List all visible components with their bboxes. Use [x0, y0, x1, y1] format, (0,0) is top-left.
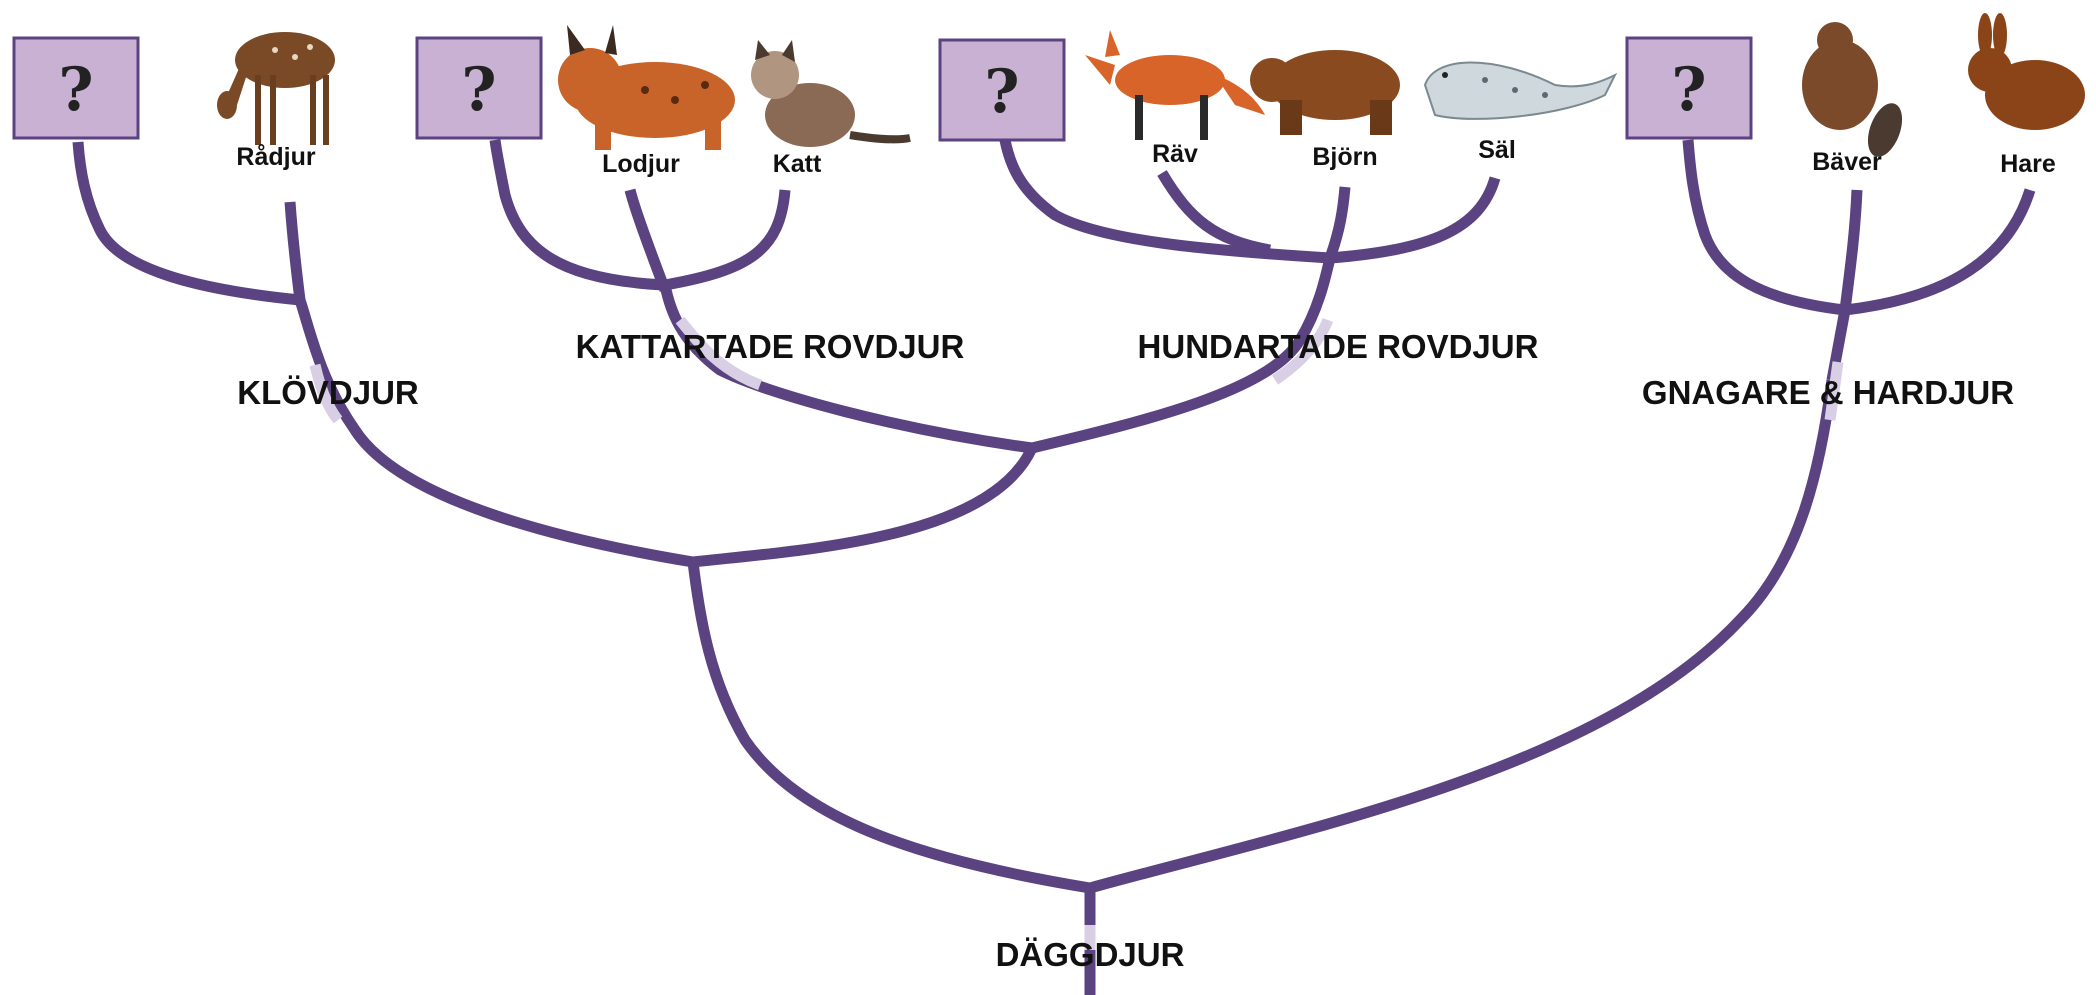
deer-icon	[217, 32, 335, 145]
species-label-hare: Hare	[2000, 150, 2056, 178]
question-mark: ?	[58, 55, 93, 125]
question-mark: ?	[461, 55, 496, 125]
fox-icon	[1085, 30, 1265, 140]
branch-klovdjur	[294, 298, 694, 568]
species-label-rav: Räv	[1152, 140, 1198, 168]
species-label-radjur: Rådjur	[236, 143, 315, 171]
branch-carnivores	[692, 445, 1037, 568]
branch-lodjur	[624, 188, 671, 292]
cat-icon	[751, 40, 911, 147]
animal-icons	[217, 13, 2085, 157]
group-label-klovdjur: KLÖVDJUR	[237, 374, 419, 411]
branch-hund-q	[999, 138, 1331, 264]
species-label-sal: Säl	[1478, 136, 1516, 164]
branch-root-left	[687, 561, 1091, 894]
unknown-box-frame	[1625, 36, 1753, 140]
unknown-box-frame	[938, 38, 1066, 142]
species-label-katt: Katt	[773, 150, 822, 178]
unknown-box-frame	[12, 36, 140, 140]
rabbit-icon	[1968, 13, 2085, 130]
branch-baver	[1839, 189, 1863, 311]
question-mark: ?	[984, 57, 1019, 127]
branch-katt-q	[489, 139, 666, 291]
unknown-box-hundartade: ?	[938, 38, 1066, 142]
question-mark: ?	[1671, 55, 1706, 125]
group-labels: KLÖVDJUR KATTARTADE ROVDJUR HUNDARTADE R…	[237, 328, 2014, 973]
branch-rav	[1157, 170, 1271, 256]
branch-hund-node	[1329, 176, 1501, 264]
bear-icon	[1250, 50, 1400, 135]
lynx-icon	[558, 25, 735, 150]
highlight-klovdjur	[309, 363, 343, 424]
group-label-kattartade: KATTARTADE ROVDJUR	[576, 328, 965, 365]
seal-icon	[1423, 61, 1618, 120]
highlight-gnagare	[1824, 361, 1844, 421]
branch-root-right	[1088, 379, 1838, 894]
branch-katt-node	[664, 189, 791, 291]
unknown-box-frame	[415, 36, 543, 140]
species-label-baver: Bäver	[1812, 148, 1882, 176]
branch-bjorn	[1324, 186, 1351, 260]
highlight-hundartade	[1271, 317, 1334, 385]
species-labels: Rådjur Lodjur Katt Räv Björn Säl Bäver H…	[236, 136, 2055, 178]
branch-hundartade	[1030, 256, 1336, 454]
unknown-box-gnagare: ?	[1625, 36, 1753, 140]
beaver-icon	[1802, 22, 1903, 157]
unknown-box-kattartade: ?	[415, 36, 543, 140]
branch-highlights	[309, 316, 1844, 950]
branch-gnag-q	[1682, 139, 1846, 316]
species-label-lodjur: Lodjur	[602, 150, 680, 178]
group-label-hundartade: HUNDARTADE ROVDJUR	[1138, 328, 1539, 365]
species-label-bjorn: Björn	[1312, 143, 1377, 171]
group-label-gnagare: GNAGARE & HARDJUR	[1642, 374, 2014, 411]
unknown-box-klovdjur: ?	[12, 36, 140, 140]
branch-radjur	[284, 201, 306, 301]
branch-gnag-node	[1844, 188, 2036, 316]
unknown-boxes: ? ? ? ?	[12, 36, 1753, 142]
tree-branches	[72, 138, 2036, 995]
highlight-kattartade	[675, 316, 762, 391]
root-label-daggdjur: DÄGGDJUR	[996, 936, 1185, 973]
branch-klov-q	[72, 141, 301, 306]
